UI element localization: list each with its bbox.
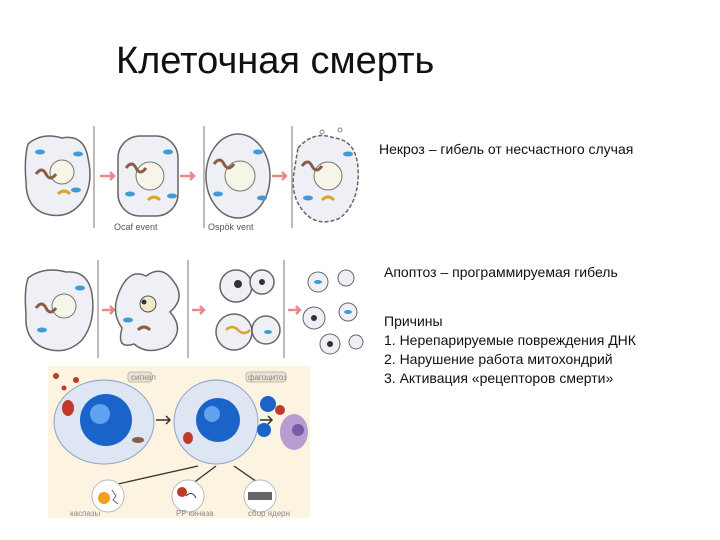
apoptosis-label: Апоптоз – программируемая гибель	[384, 264, 618, 280]
cell-swollen	[205, 133, 271, 219]
pathway-cell-1	[53, 379, 155, 465]
pathway-cell-2	[173, 379, 259, 465]
causes-block: Причины 1. Нерепарируемые повреждения ДН…	[384, 312, 636, 388]
apoptosis-cell-normal	[24, 269, 94, 352]
apoptosis-illustration	[22, 260, 366, 360]
apoptosis-cell-blebbing	[114, 270, 180, 352]
apoptosis-pathway-illustration: сигнал фагоцитоз	[48, 366, 310, 518]
label-caspases: каспазы	[70, 509, 100, 518]
cause-item: 2. Нарушение работа митохондрий	[384, 351, 613, 367]
cell-ruptured	[292, 127, 359, 223]
necrosis-caption-2: Ospök vent	[208, 222, 254, 232]
tag-signal: сигнал	[131, 373, 156, 382]
pathway-fragments	[257, 396, 308, 450]
necrosis-caption-1: Осаf event	[114, 222, 158, 232]
apoptosis-bodies	[302, 269, 364, 355]
label-kinase: PP киназа	[176, 509, 214, 518]
tag-phagocytosis: фагоцитоз	[248, 373, 287, 382]
apoptosis-cell-fragmenting	[215, 269, 281, 351]
cause-item: 3. Активация «рецепторов смерти»	[384, 370, 614, 386]
cause-item: 1. Нерепарируемые повреждения ДНК	[384, 332, 636, 348]
label-nuclear: сбор ядерн	[248, 509, 290, 518]
slide-title: Клеточная смерть	[116, 40, 435, 82]
causes-list: 1. Нерепарируемые повреждения ДНК 2. Нар…	[384, 331, 636, 388]
causes-heading: Причины	[384, 313, 443, 329]
cell-swelling	[117, 135, 179, 217]
cell-normal	[24, 135, 91, 217]
necrosis-illustration: Осаf event Ospök vent	[22, 124, 362, 232]
necrosis-label: Некроз – гибель от несчастного случая	[379, 141, 634, 157]
